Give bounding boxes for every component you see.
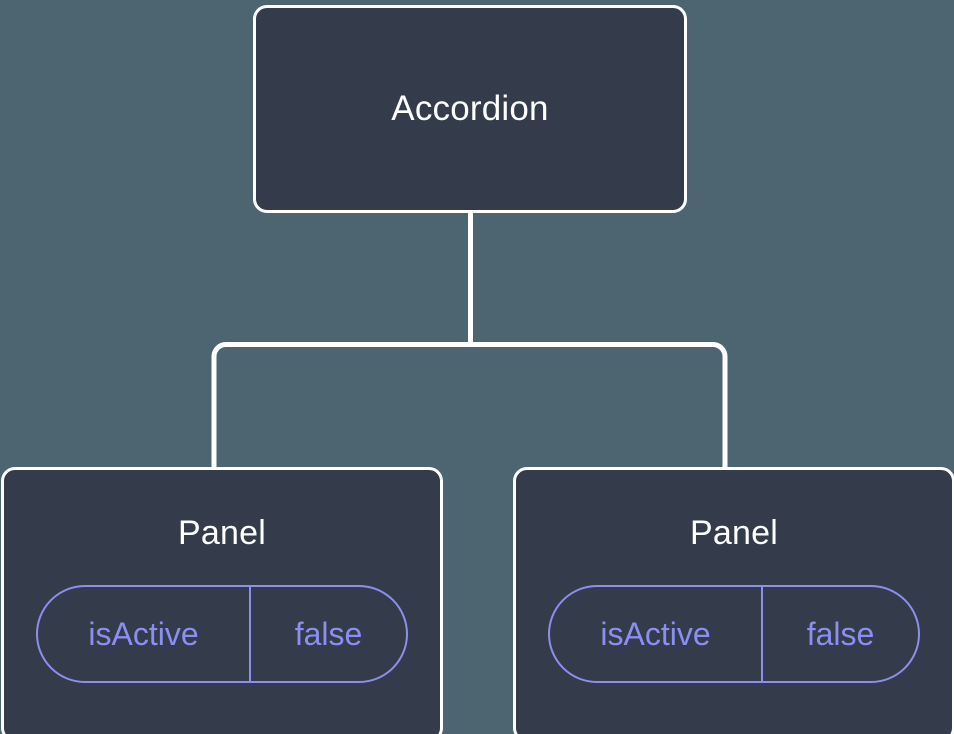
node-panel-2[interactable]: Panel isActive false <box>513 467 954 734</box>
node-panel-1-title: Panel <box>178 514 266 552</box>
edge-to-panel-2 <box>470 342 728 470</box>
edge-to-panel-1 <box>211 342 471 470</box>
prop-badge-value-2: false <box>806 615 875 652</box>
prop-badge-divider-1 <box>249 587 251 682</box>
node-panel-1[interactable]: Panel isActive false <box>1 467 443 734</box>
node-accordion[interactable]: Accordion <box>253 5 687 213</box>
prop-badge-key-2: isActive <box>600 615 711 652</box>
prop-badge-isactive-2[interactable]: isActive false <box>548 585 920 684</box>
prop-badge-isactive-1[interactable]: isActive false <box>36 585 408 684</box>
node-accordion-title: Accordion <box>391 88 549 128</box>
prop-badge-divider-2 <box>761 587 763 682</box>
node-panel-2-title: Panel <box>690 514 778 552</box>
prop-badge-key-1: isActive <box>88 615 199 652</box>
prop-badge-value-1: false <box>294 615 363 652</box>
